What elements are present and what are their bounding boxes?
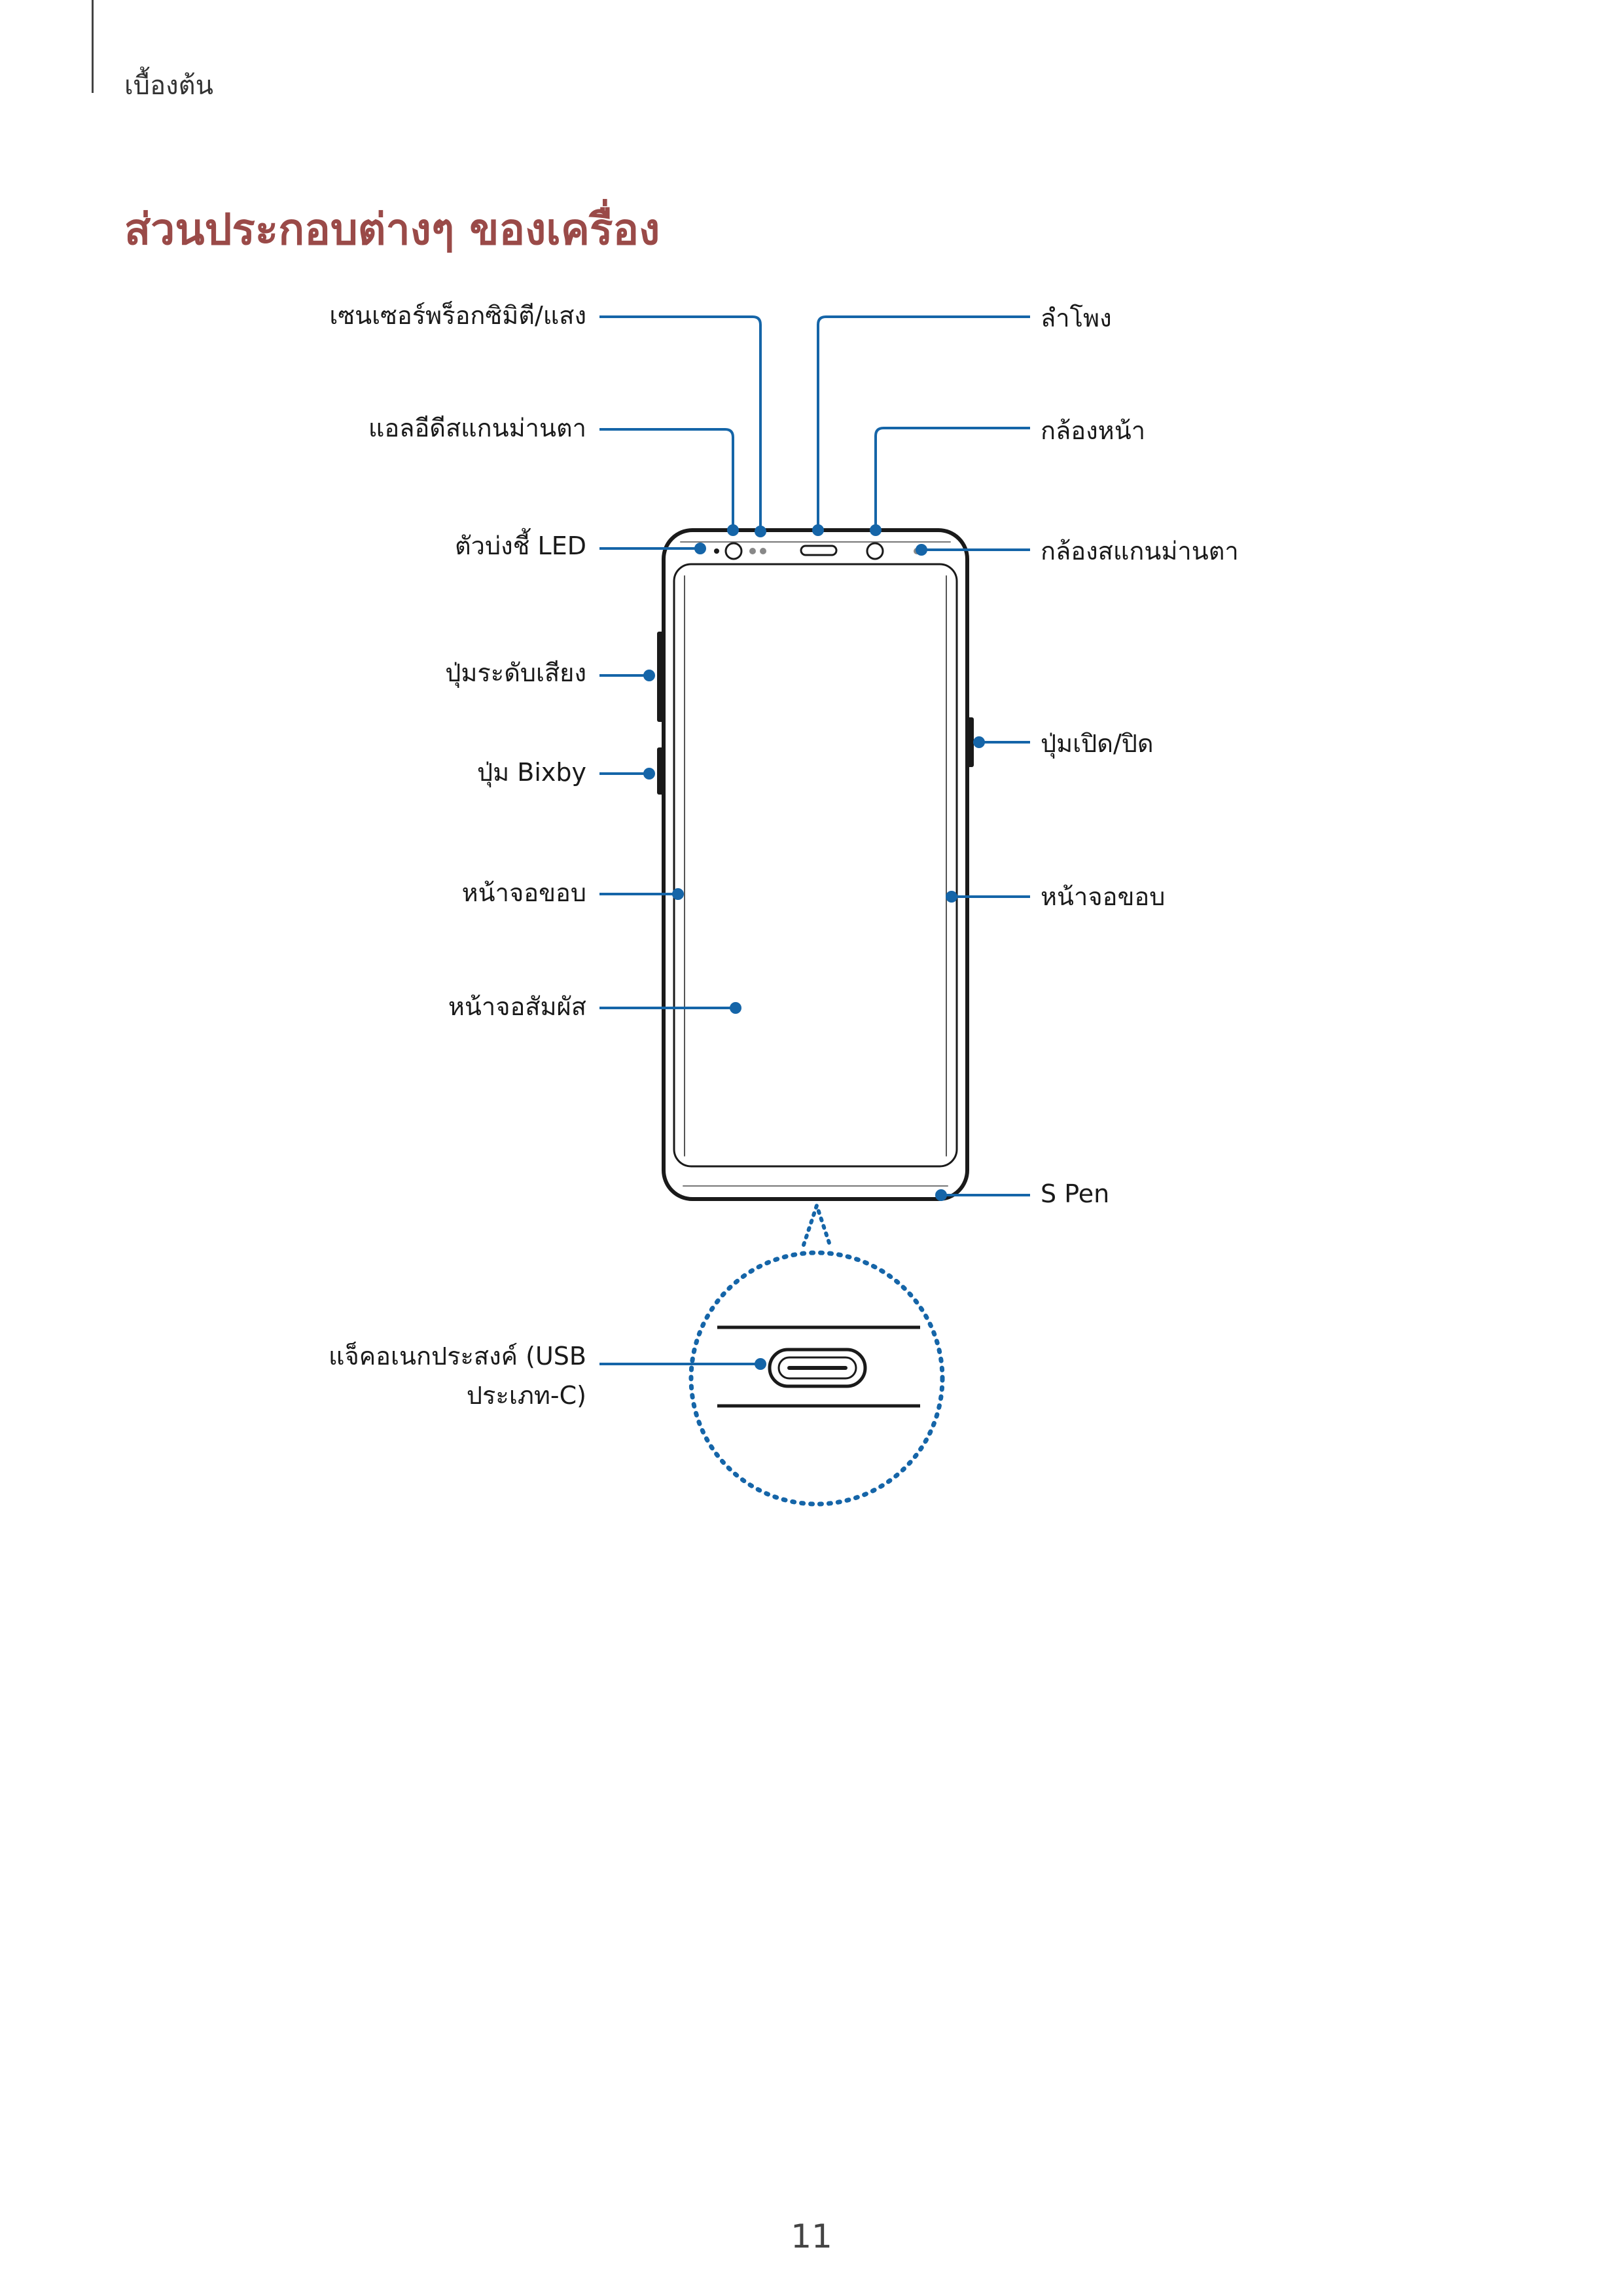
page-number: 11 [791, 2217, 832, 2255]
dot-edge-left [672, 888, 684, 900]
zoom-pointer [802, 1199, 832, 1247]
front-camera-lens [866, 542, 884, 560]
label-s-pen: S Pen [1041, 1179, 1110, 1208]
label-speaker: ลำโพง [1041, 304, 1112, 332]
label-iris-led: แอลอีดีสแกนม่านตา [368, 414, 586, 442]
label-usb-jack-line2: ประเภท-C) [466, 1381, 586, 1410]
dot-led [694, 543, 706, 554]
dot-touch [730, 1002, 741, 1014]
bixby-key [657, 747, 664, 795]
label-proximity-sensor: เซนเซอร์พร็อกซิมิตี/แสง [329, 301, 586, 330]
leader-proximity [599, 315, 762, 529]
iris-led-circle [724, 542, 743, 560]
label-iris-camera: กล้องสแกนม่านตา [1041, 537, 1239, 565]
phone-body [662, 528, 969, 1201]
dot-volume [643, 670, 655, 681]
dot-edge-right [946, 891, 957, 903]
page-title: ส่วนประกอบต่างๆ ของเครื่อง [124, 204, 660, 255]
label-touchscreen: หน้าจอสัมผัส [448, 992, 586, 1021]
callout-lines [599, 315, 1030, 1365]
label-bixby-key: ปุ่ม Bixby [477, 758, 586, 787]
label-edge-screen-left: หน้าจอขอบ [461, 878, 586, 907]
usb-zoom-inset [688, 1199, 945, 1507]
label-edge-screen-right: หน้าจอขอบ [1041, 882, 1166, 911]
leader-iris-led [599, 428, 734, 528]
dot-usb [755, 1358, 766, 1370]
dot-proximity [755, 526, 766, 537]
phone-screen [673, 563, 958, 1168]
earpiece-speaker [800, 545, 838, 556]
dot-bixby [643, 768, 655, 780]
dot-spen [935, 1189, 947, 1201]
header-rule [92, 0, 94, 93]
label-power-key: ปุ่มเปิด/ปิด [1041, 729, 1154, 758]
led-indicator-dot [714, 548, 719, 554]
phone-illustration [657, 528, 974, 1201]
leader-front-camera [874, 427, 1030, 528]
power-key [967, 717, 974, 767]
label-led-indicator: ตัวบ่งชี้ LED [454, 531, 586, 560]
proximity-sensor-dot-2 [760, 548, 766, 554]
dot-iris-led [727, 524, 739, 536]
dot-front-camera [870, 524, 882, 536]
dot-power [973, 736, 985, 748]
volume-key [657, 632, 664, 722]
breadcrumb: เบื้องต้น [124, 71, 213, 101]
zoom-circle [688, 1250, 945, 1507]
label-front-camera: กล้องหน้า [1041, 416, 1146, 445]
dot-iris-camera [916, 544, 927, 556]
label-volume-key: ปุ่มระดับเสียง [445, 658, 586, 687]
proximity-sensor-dot-1 [749, 548, 756, 554]
label-usb-jack-line1: แจ็คอเนกประสงค์ (USB [329, 1342, 586, 1371]
usb-c-port-inner [777, 1356, 857, 1380]
callout-dots [643, 524, 985, 1370]
dot-speaker [812, 524, 824, 536]
leader-speaker [817, 315, 1030, 528]
